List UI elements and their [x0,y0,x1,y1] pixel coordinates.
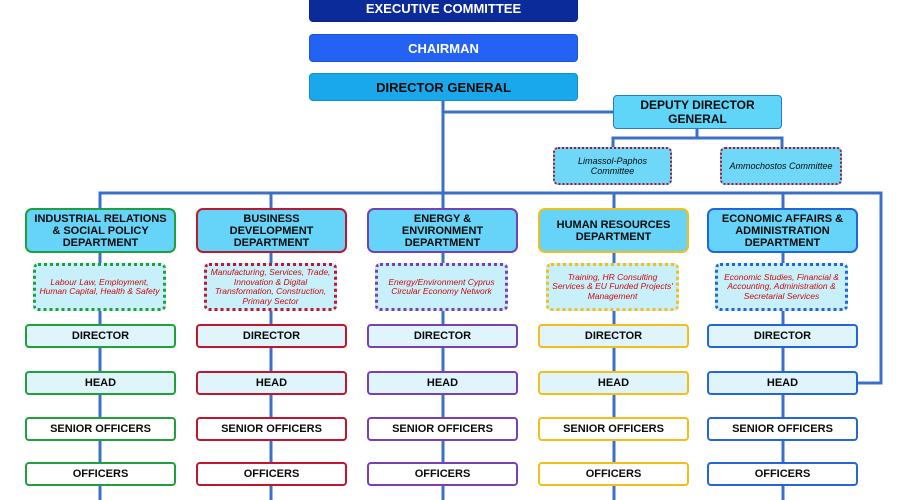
officers-box: OFFICERS [196,462,347,486]
director-general-box: DIRECTOR GENERAL [309,73,578,101]
officers-label: OFFICERS [72,468,129,480]
department-name: HUMAN RESOURCES DEPARTMENT [556,218,671,243]
department-areas-box: Labour Law, Employment, Human Capital, H… [33,263,166,311]
senior-officers-box: SENIOR OFFICERS [25,417,176,441]
limassol-paphos-committee-box: Limassol-Paphos Committee [553,147,672,185]
officers-box: OFFICERS [25,462,176,486]
ammochostos-committee-label: Ammochostos Committee [729,161,833,171]
director-box: DIRECTOR [25,324,176,348]
department-name: INDUSTRIAL RELATIONS & SOCIAL POLICY DEP… [34,212,167,249]
department-name: ENERGY & ENVIRONMENT DEPARTMENT [401,212,484,249]
senior-officers-box: SENIOR OFFICERS [538,417,689,441]
department-header: BUSINESS DEVELOPMENT DEPARTMENT [196,208,347,253]
senior-officers-label: SENIOR OFFICERS [50,423,151,435]
director-box: DIRECTOR [196,324,347,348]
director-box: DIRECTOR [538,324,689,348]
head-box: HEAD [707,371,858,395]
department-areas-text: Training, HR Consulting Services & EU Fu… [552,271,673,301]
senior-officers-box: SENIOR OFFICERS [707,417,858,441]
senior-officers-label: SENIOR OFFICERS [563,423,664,435]
officers-label: OFFICERS [754,468,811,480]
department-header: ENERGY & ENVIRONMENT DEPARTMENT [367,208,518,253]
senior-officers-box: SENIOR OFFICERS [367,417,518,441]
director-label: DIRECTOR [413,330,472,342]
director-general-label: DIRECTOR GENERAL [376,79,511,95]
deputy-director-general-label: DEPUTY DIRECTOR GENERAL [640,98,755,126]
director-label: DIRECTOR [242,330,301,342]
department-areas-text: Manufacturing, Services, Trade, Innovati… [210,267,331,306]
senior-officers-label: SENIOR OFFICERS [732,423,833,435]
department-areas-text: Energy/Environment Cyprus Circular Econo… [388,276,495,296]
head-label: HEAD [597,377,630,389]
officers-box: OFFICERS [707,462,858,486]
department-areas-box: Training, HR Consulting Services & EU Fu… [546,263,679,311]
senior-officers-box: SENIOR OFFICERS [196,417,347,441]
department-areas-box: Economic Studies, Financial & Accounting… [715,263,848,311]
department-header: INDUSTRIAL RELATIONS & SOCIAL POLICY DEP… [25,208,176,253]
head-label: HEAD [426,377,459,389]
chairman-box: CHAIRMAN [309,34,578,62]
deputy-director-general-box: DEPUTY DIRECTOR GENERAL [613,95,782,129]
ammochostos-committee-box: Ammochostos Committee [720,147,842,185]
department-header: ECONOMIC AFFAIRS & ADMINISTRATION DEPART… [707,208,858,253]
executive-committee-label: EXECUTIVE COMMITTEE [365,0,522,16]
senior-officers-label: SENIOR OFFICERS [392,423,493,435]
director-label: DIRECTOR [584,330,643,342]
officers-label: OFFICERS [585,468,642,480]
head-box: HEAD [25,371,176,395]
head-box: HEAD [196,371,347,395]
executive-committee-box: EXECUTIVE COMMITTEE [309,0,578,22]
senior-officers-label: SENIOR OFFICERS [221,423,322,435]
department-header: HUMAN RESOURCES DEPARTMENT [538,208,689,253]
director-label: DIRECTOR [71,330,130,342]
chairman-label: CHAIRMAN [408,40,479,56]
head-label: HEAD [766,377,799,389]
officers-label: OFFICERS [243,468,300,480]
head-box: HEAD [367,371,518,395]
officers-box: OFFICERS [538,462,689,486]
department-areas-box: Energy/Environment Cyprus Circular Econo… [375,263,508,311]
department-name: BUSINESS DEVELOPMENT DEPARTMENT [229,212,314,249]
limassol-paphos-committee-label: Limassol-Paphos Committee [577,156,648,176]
director-box: DIRECTOR [707,324,858,348]
officers-box: OFFICERS [367,462,518,486]
head-box: HEAD [538,371,689,395]
department-areas-text: Labour Law, Employment, Human Capital, H… [39,276,160,296]
director-label: DIRECTOR [753,330,812,342]
director-box: DIRECTOR [367,324,518,348]
department-areas-box: Manufacturing, Services, Trade, Innovati… [204,263,337,311]
officers-label: OFFICERS [414,468,471,480]
department-areas-text: Economic Studies, Financial & Accounting… [724,271,839,301]
department-name: ECONOMIC AFFAIRS & ADMINISTRATION DEPART… [721,212,844,249]
head-label: HEAD [84,377,117,389]
head-label: HEAD [255,377,288,389]
